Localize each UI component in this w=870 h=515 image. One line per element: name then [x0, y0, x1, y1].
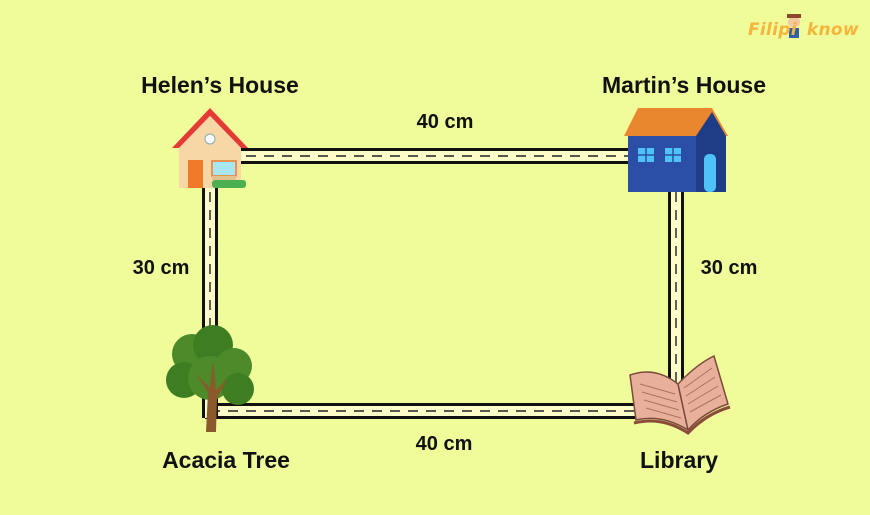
library-label: Library [640, 447, 718, 473]
logo-text-part2: know [806, 20, 859, 40]
acacia-tree-icon [166, 325, 254, 432]
road-bottom [205, 403, 675, 419]
logo-text-part1: Filipi [748, 20, 797, 40]
distance-top-label: 40 cm [416, 111, 474, 133]
road-top [205, 148, 675, 164]
helens-house-icon [172, 108, 248, 188]
library-book-icon [629, 354, 731, 435]
acacia-tree-label: Acacia Tree [162, 447, 290, 473]
filipiknow-logo: Filipi know [748, 20, 859, 46]
distance-bottom-label: 40 cm [415, 433, 473, 455]
martins-house-label: Martin’s House [601, 72, 767, 98]
logo-mascot-icon [787, 14, 801, 38]
distance-right-label: 30 cm [700, 257, 758, 279]
martins-house-icon [624, 108, 728, 192]
road-network [202, 148, 684, 419]
distance-left-label: 30 cm [132, 257, 190, 279]
road-right [668, 150, 684, 418]
helens-house-label: Helen’s House [141, 72, 299, 98]
